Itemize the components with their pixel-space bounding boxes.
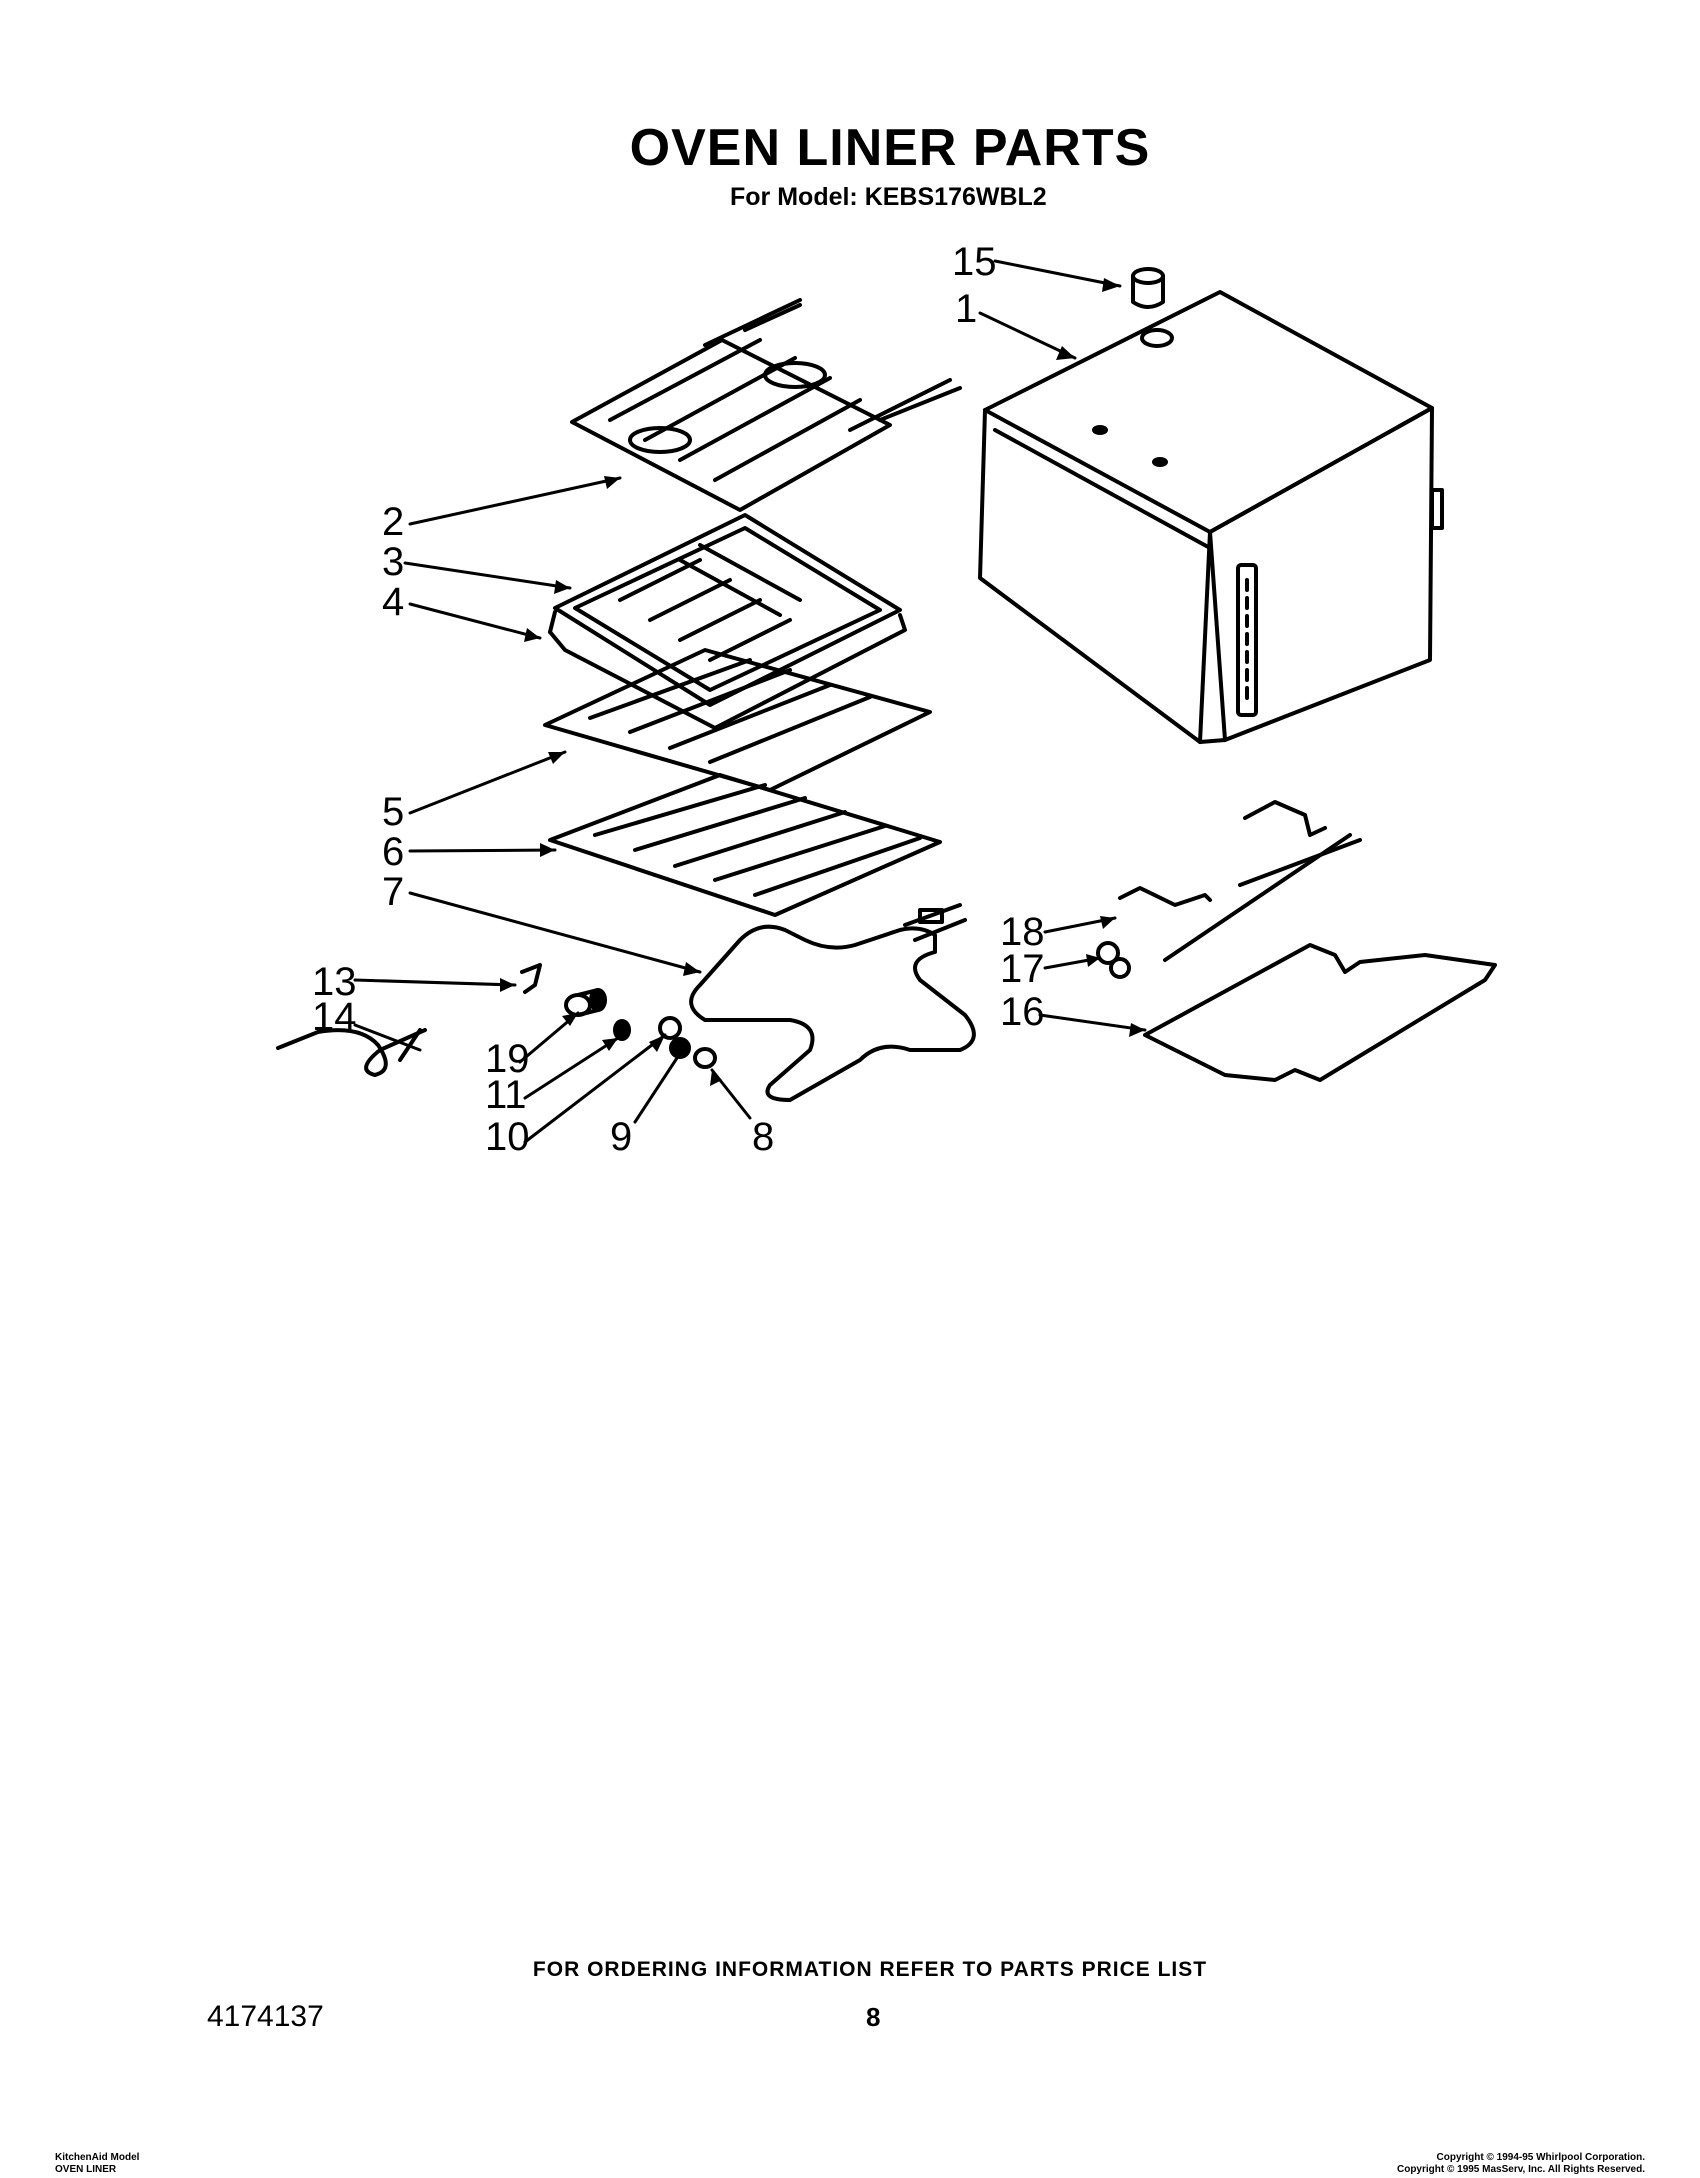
part-9-washer <box>669 1037 691 1059</box>
part-8-nut <box>693 1047 717 1069</box>
copyright-line-2: Copyright © 1995 MasServ, Inc. All Right… <box>1396 2164 1645 2175</box>
page-title: OVEN LINER PARTS <box>629 119 1151 177</box>
callout-17: 17 <box>1000 947 1045 991</box>
part-17-clip <box>1096 941 1131 979</box>
callout-15: 15 <box>952 240 997 284</box>
ordering-note: FOR ORDERING INFORMATION REFER TO PARTS … <box>532 1958 1208 1981</box>
callout-2: 2 <box>382 500 404 544</box>
part-13-clip <box>520 963 542 994</box>
part-2-broil-element <box>570 298 962 512</box>
callout-6: 6 <box>382 830 404 874</box>
model-subtitle: For Model: KEBS176WBL2 <box>730 183 1047 211</box>
callout-13: 13 <box>312 960 357 1004</box>
footer-section-line: OVEN LINER <box>55 2164 117 2175</box>
footer-model-info: KitchenAid Model OVEN LINER <box>55 2152 139 2176</box>
footer-model-line: KitchenAid Model <box>55 2152 140 2163</box>
callout-18: 18 <box>1000 910 1045 954</box>
copyright-line-1: Copyright © 1994-95 Whirlpool Corporatio… <box>1436 2152 1646 2163</box>
callout-5: 5 <box>382 790 404 834</box>
callout-3: 3 <box>382 540 404 584</box>
part-10-nut <box>658 1016 682 1040</box>
part-11-washer <box>613 1019 631 1041</box>
callout-11: 11 <box>485 1073 527 1117</box>
callout-numbers: 15 1 2 3 4 5 6 7 13 14 19 11 10 9 8 18 1… <box>312 240 1045 1159</box>
part-5-oven-rack <box>543 648 932 792</box>
exploded-parts-diagram: 15 1 2 3 4 5 6 7 13 14 19 11 10 9 8 18 1… <box>276 240 1497 1159</box>
callout-8: 8 <box>752 1115 774 1159</box>
callout-19: 19 <box>485 1037 530 1081</box>
part-15-cap <box>1131 267 1165 309</box>
callout-16: 16 <box>1000 990 1045 1034</box>
part-18-bracket <box>1118 886 1212 907</box>
callout-1: 1 <box>955 287 977 331</box>
part-7-bake-element <box>689 903 976 1102</box>
part-4-broiler-pan <box>548 610 907 730</box>
part-6-oven-rack <box>548 773 942 917</box>
callout-14: 14 <box>312 995 357 1039</box>
leader-lines <box>353 259 1147 1144</box>
callout-4: 4 <box>382 580 404 624</box>
callout-9: 9 <box>610 1115 632 1159</box>
document-number: 4174137 <box>207 2000 324 2033</box>
part-19-block <box>564 988 607 1017</box>
oven-liner-box <box>978 290 1444 744</box>
page-number: 8 <box>866 2002 881 2032</box>
part-16-bottom-plate <box>1143 943 1497 1082</box>
callout-7: 7 <box>382 870 404 914</box>
footer-copyright: Copyright © 1994-95 Whirlpool Corporatio… <box>1397 2152 1645 2176</box>
part-3-broiler-grid <box>553 513 902 707</box>
callout-10: 10 <box>485 1115 530 1159</box>
leader-arrowheads <box>500 278 1145 1086</box>
